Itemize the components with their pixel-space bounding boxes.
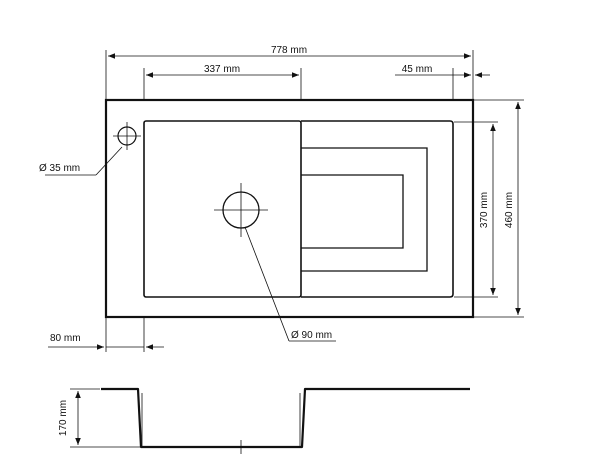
label-bowl-depth: 170 mm — [58, 400, 69, 436]
dimension-lines — [45, 50, 524, 352]
drainer-rib-inner — [301, 174, 404, 249]
label-total-height: 460 mm — [504, 192, 515, 228]
section-view — [70, 387, 470, 454]
label-edge-offset: 45 mm — [402, 64, 433, 75]
sink-outline — [104, 98, 475, 319]
label-inner-height: 370 mm — [479, 192, 490, 228]
dimension-labels: 778 mm 337 mm 45 mm 370 mm 460 mm Ø 35 m… — [39, 45, 515, 436]
section-profile — [101, 387, 470, 449]
drainer-outer — [301, 120, 454, 298]
label-left-margin: 80 mm — [50, 333, 81, 344]
label-overflow-diameter: Ø 35 mm — [39, 163, 80, 174]
label-bowl-width: 337 mm — [204, 64, 240, 75]
label-drain-diameter: Ø 90 mm — [291, 330, 332, 341]
top-view — [104, 98, 475, 319]
drainer-rib-outer — [301, 147, 428, 272]
main-bowl — [143, 120, 302, 298]
drain-hole — [214, 183, 268, 237]
overflow-hole — [113, 122, 141, 150]
label-total-width: 778 mm — [271, 45, 307, 56]
